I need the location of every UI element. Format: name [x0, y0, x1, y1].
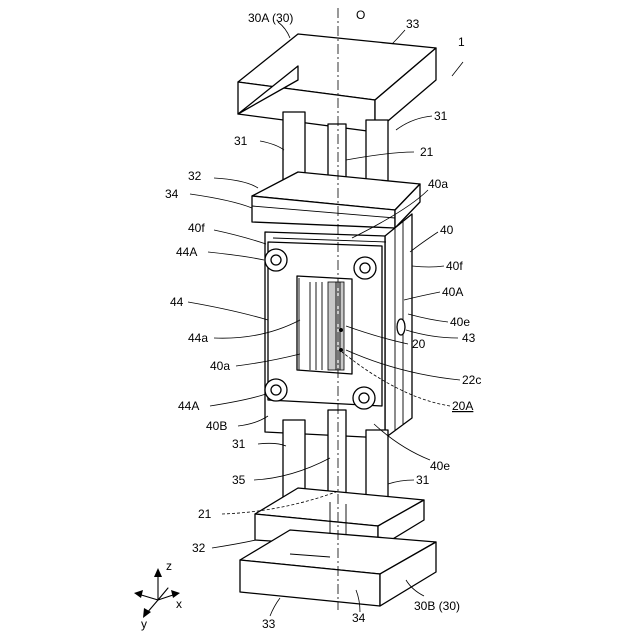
label-bottom-32: 32 [192, 541, 206, 555]
label-43: 43 [462, 331, 476, 345]
top-block-33 [238, 34, 436, 132]
label-top-block: 30A (30) [248, 11, 293, 25]
label-44: 44 [170, 295, 184, 309]
label-44A-top: 44A [176, 245, 197, 259]
label-40A: 40A [442, 285, 463, 299]
label-22c: 22c [462, 373, 481, 387]
label-20: 20 [412, 337, 426, 351]
label-20A: 20A [452, 399, 473, 413]
label-ref-1: 1 [458, 35, 465, 49]
label-top-32: 32 [188, 169, 202, 183]
label-35: 35 [232, 473, 246, 487]
label-bottom-21: 21 [198, 507, 212, 521]
label-bottom-33: 33 [262, 617, 276, 631]
label-top-34: 34 [165, 187, 179, 201]
label-44a: 44a [188, 331, 208, 345]
label-40a-top: 40a [428, 177, 448, 191]
label-40e-upper: 40e [450, 315, 470, 329]
axis-triad [134, 568, 180, 618]
upper-plate-32 [252, 172, 420, 228]
label-40e-lower: 40e [430, 459, 450, 473]
label-40B: 40B [206, 419, 227, 433]
label-axis-y: y [141, 617, 147, 631]
label-axis-O: O [356, 8, 365, 22]
label-40a-mid: 40a [210, 359, 230, 373]
label-40f-left: 40f [188, 221, 205, 235]
label-top-31-right: 31 [434, 109, 448, 123]
label-axis-x: x [176, 597, 182, 611]
label-40f-right: 40f [446, 259, 463, 273]
label-top-33: 33 [406, 17, 420, 31]
label-40: 40 [440, 223, 454, 237]
label-bottom-34: 34 [352, 611, 366, 625]
label-44A-bottom: 44A [178, 399, 199, 413]
label-top-21: 21 [420, 145, 434, 159]
label-bottom-block: 30B (30) [414, 599, 460, 613]
label-bottom-31-left: 31 [232, 437, 246, 451]
label-axis-z: z [166, 559, 172, 573]
label-bottom-31-right: 31 [416, 473, 430, 487]
label-top-31-left: 31 [234, 134, 248, 148]
